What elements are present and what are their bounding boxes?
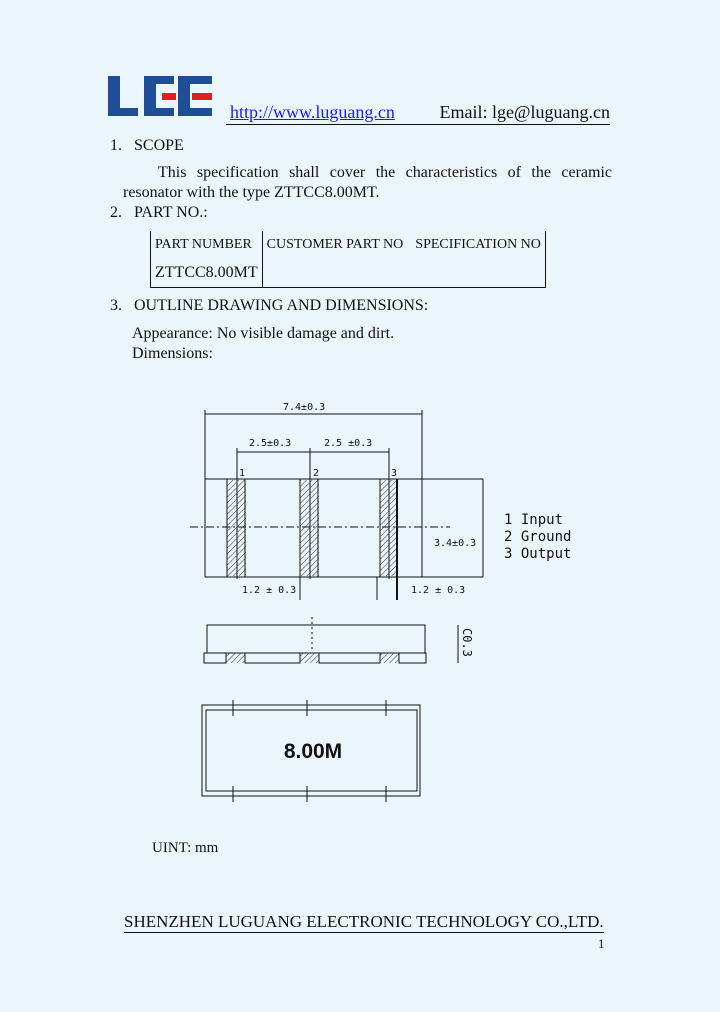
pitch2-label: 2.5 ±0.3 [324, 438, 372, 449]
pin2-label: 2 [313, 468, 319, 479]
scope-line-2: resonator with the type ZTTCC8.00MT. [123, 184, 380, 201]
header-contact: http://www.luguang.cn Email: lge@luguang… [226, 100, 610, 125]
cell-customer-part-no [262, 259, 408, 288]
marking-text: 8.00M [284, 740, 342, 763]
email-text: Email: lge@luguang.cn [439, 102, 610, 122]
legend-output: 3 Output [504, 546, 571, 562]
thickness-label: C0.3 [460, 628, 474, 657]
table-row: ZTTCC8.00MT [150, 259, 546, 288]
appearance-text: Appearance: No visible damage and dirt. [132, 325, 395, 342]
height-label: 3.4±0.3 [434, 538, 476, 549]
side-view [203, 617, 459, 664]
table-header-row: PART NUMBER CUSTOMER PART NO SPECIFICATI… [150, 231, 546, 259]
overall-length-label: 7.4±0.3 [283, 402, 325, 413]
legend-ground: 2 Ground [504, 529, 571, 545]
unit-label: UINT: mm [152, 840, 219, 856]
company-logo [108, 76, 212, 116]
header-specification-no: SPECIFICATION NO [407, 231, 546, 259]
header-customer-part-no: CUSTOMER PART NO [266, 237, 404, 252]
cell-specification-no [407, 259, 546, 288]
section-3-heading: 3. OUTLINE DRAWING AND DIMENSIONS: [110, 297, 429, 314]
company-name: SHENZHEN LUGUANG ELECTRONIC TECHNOLOGY C… [124, 912, 604, 933]
header-part-number: PART NUMBER [150, 231, 263, 259]
dimensions-label: Dimensions: [132, 345, 213, 362]
section-1-heading: 1. SCOPE [110, 137, 184, 154]
pin3-label: 3 [391, 468, 397, 479]
page-number: 1 [598, 936, 605, 951]
left-end-label: 1.2 ± 0.3 [242, 585, 296, 596]
part-number-table: PART NUMBER CUSTOMER PART NO SPECIFICATI… [150, 231, 546, 288]
top-view [190, 410, 484, 600]
bottom-view [201, 700, 421, 802]
cell-part-number: ZTTCC8.00MT [150, 259, 263, 288]
pin1-label: 1 [239, 468, 245, 479]
section-2-heading: 2. PART NO.: [110, 204, 208, 221]
legend-input: 1 Input [504, 512, 563, 528]
right-end-label: 1.2 ± 0.3 [411, 585, 465, 596]
website-link[interactable]: http://www.luguang.cn [230, 102, 395, 122]
scope-line-1: This specification shall cover the chara… [158, 164, 612, 181]
pitch1-label: 2.5±0.3 [249, 438, 291, 449]
